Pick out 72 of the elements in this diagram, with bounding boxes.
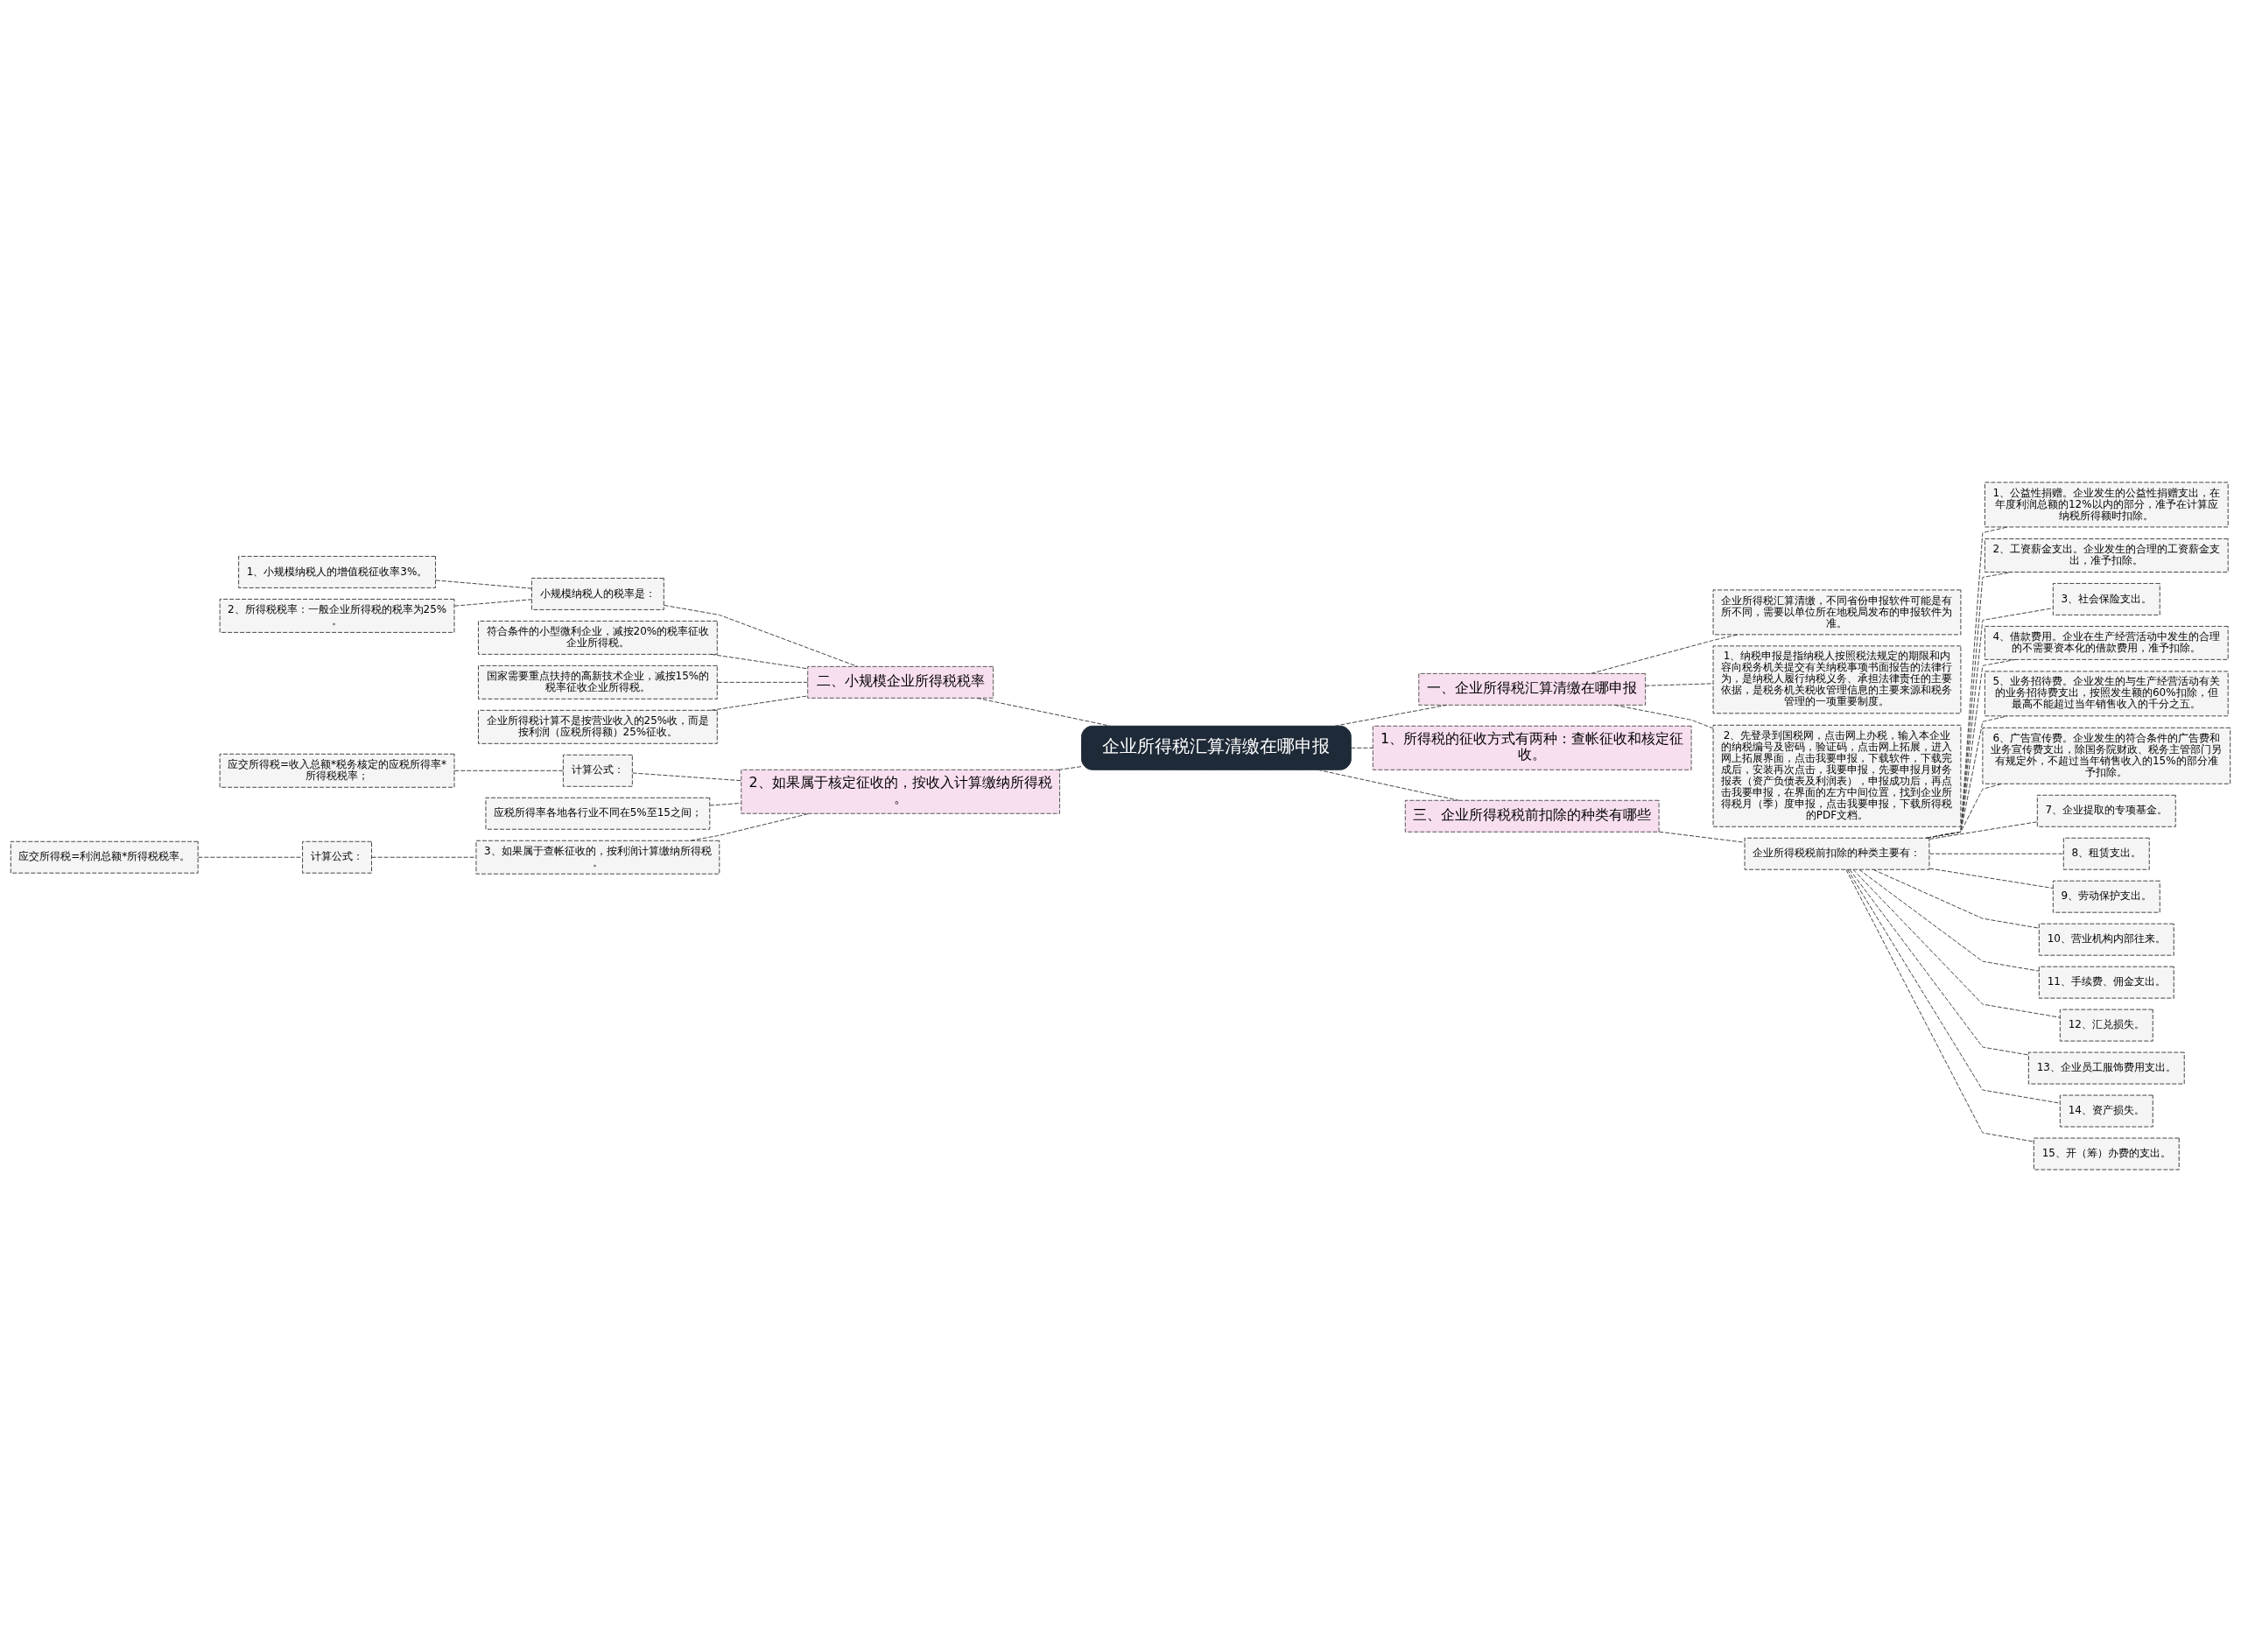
connector — [976, 697, 1112, 727]
node-box: 9、劳动保护支出。 — [2052, 880, 2160, 913]
connector — [1926, 783, 2003, 839]
connector — [1334, 704, 1448, 727]
connector — [1926, 526, 2008, 839]
node-box: 二、小规模企业所得税税率 — [807, 665, 994, 699]
connector — [632, 772, 742, 782]
connector — [1928, 853, 2064, 854]
node-box: 13、企业员工服饰费用支出。 — [2027, 1051, 2185, 1085]
connector — [1658, 831, 1746, 843]
node-box: 11、手续费、佣金支出。 — [2038, 966, 2174, 999]
node-box: 14、资产损失。 — [2059, 1094, 2153, 1128]
node-box: 4、借款费用。企业在生产经营活动中发生的合理的不需要资本化的借款费用，准予扣除。 — [1984, 625, 2229, 660]
connector — [1928, 821, 2038, 840]
node-box: 1、小规模纳税人的增值税征收率3%。 — [238, 555, 436, 588]
node-box: 应交所得税=利润总额*所得税税率。 — [10, 840, 199, 874]
connector — [1849, 868, 2029, 1056]
connector — [1613, 704, 1714, 729]
connector — [371, 856, 477, 858]
node-box: 5、业务招待费。企业发生的与生产经营活动有关的业务招待费支出，按照发生额的60%扣除，但最高不能超过当年销售收入的千分之五。 — [1984, 671, 2229, 717]
node-box: 1、公益性捐赠。企业发生的公益性捐赠支出，在年度利润总额的12%以内的部分，准予在计算应纳税所得额时扣除。 — [1984, 482, 2229, 528]
connector — [1928, 868, 2054, 889]
connector — [1845, 868, 2034, 1142]
node-box: 12、汇兑损失。 — [2059, 1009, 2153, 1042]
node-box: 国家需要重点扶持的高新技术企业，减按15%的税率征收企业所得税。 — [477, 664, 718, 699]
node-box: 应税所得率各地各行业不同在5%至15之间； — [485, 797, 711, 830]
node-box: 6、广告宣传费。企业发生的符合条件的广告费和业务宣传费支出，除国务院财政、税务主管部门另有规定外，不超过当年销售收入的15%的部分准予扣除。 — [1982, 727, 2231, 784]
connector — [1590, 634, 1739, 674]
connector — [197, 856, 304, 858]
connector — [1858, 868, 2040, 972]
connector — [1057, 766, 1082, 770]
node-box: 小规模纳税人的税率是： — [530, 577, 664, 610]
node-box: 应交所得税=收入总额*税务核定的应税所得率*所得税税率； — [219, 753, 455, 788]
node-box: 7、企业提取的专项基金。 — [2036, 794, 2176, 827]
node-box: 1、所得税的征收方式有两种：查帐征收和核定征收。 — [1372, 725, 1692, 770]
node-box: 三、企业所得税税前扣除的种类有哪些 — [1404, 799, 1660, 833]
connector — [1926, 608, 2054, 839]
connector — [690, 812, 810, 841]
node-box: 企业所得税税前扣除的种类主要有： — [1744, 837, 1930, 870]
node-box: 一、企业所得税汇算清缴在哪申报 — [1418, 672, 1647, 706]
node-box: 2、所得税税率：一般企业所得税的税率为25%。 — [219, 598, 455, 633]
connector — [1872, 868, 2040, 929]
connector — [710, 695, 809, 711]
node-box: 10、营业机构内部往来。 — [2038, 923, 2174, 956]
node-box: 3、如果属于查帐征收的，按利润计算缴纳所得税。 — [475, 840, 720, 875]
node-box: 15、开（筹）办费的支出。 — [2033, 1137, 2180, 1170]
connector — [1926, 571, 2013, 839]
connector — [664, 604, 858, 667]
node-box: 企业所得税汇算清缴在哪申报 — [1081, 725, 1352, 770]
node-box: 3、社会保险支出。 — [2052, 582, 2160, 615]
connector — [1847, 868, 2061, 1104]
node-box: 企业所得税汇算清缴，不同省份申报软件可能是有所不同，需要以单位所在地税局发布的申报软件为准。 — [1712, 589, 1962, 636]
connector — [709, 802, 742, 806]
connector — [710, 653, 809, 670]
node-box: 计算公式： — [562, 754, 633, 787]
connector — [453, 770, 564, 771]
node-box: 1、纳税申报是指纳税人按照税法规定的期限和内容向税务机关提交有关纳税事项书面报告的法律行为，是纳税人履行纳税义务、承担法律责任的主要依据，是税务机关税收管理信息的主要来源和税务管理的一项重要制度。 — [1712, 645, 1962, 714]
connector — [717, 681, 809, 683]
node-box: 2、先登录到国税网，点击网上办税，输入本企业的纳税编号及密码，验证码，点击网上拓展，进入网上拓展界面，点击我要申报，下载软件，下载完成后，安装再次点击，我要申报，先要申报月财务报表（资产负债表及利润表），申报成功后，再点击我要申报，在界面的左方中间位置，找到企业所得税月（季）度申报，点击我要申报，下载所得税的PDF文档。 — [1712, 724, 1962, 827]
node-box: 2、如果属于核定征收的，按收入计算缴纳所得税。 — [741, 769, 1061, 814]
connector — [1926, 715, 2008, 839]
node-box: 企业所得税计算不是按营业收入的25%收，而是按利润（应税所得额）25%征收。 — [477, 709, 718, 744]
node-box: 8、租赁支出。 — [2062, 837, 2150, 870]
node-box: 2、工资薪金支出。企业发生的合理的工资薪金支出，准予扣除。 — [1984, 538, 2229, 573]
connector — [1350, 747, 1373, 749]
connector — [1645, 683, 1714, 686]
node-box: 符合条件的小型微利企业，减按20%的税率征收企业所得税。 — [477, 620, 718, 655]
node-box: 计算公式： — [302, 840, 373, 874]
connector — [453, 599, 532, 607]
connector — [435, 580, 532, 589]
connector — [1852, 868, 2061, 1018]
connector — [1926, 658, 2016, 839]
